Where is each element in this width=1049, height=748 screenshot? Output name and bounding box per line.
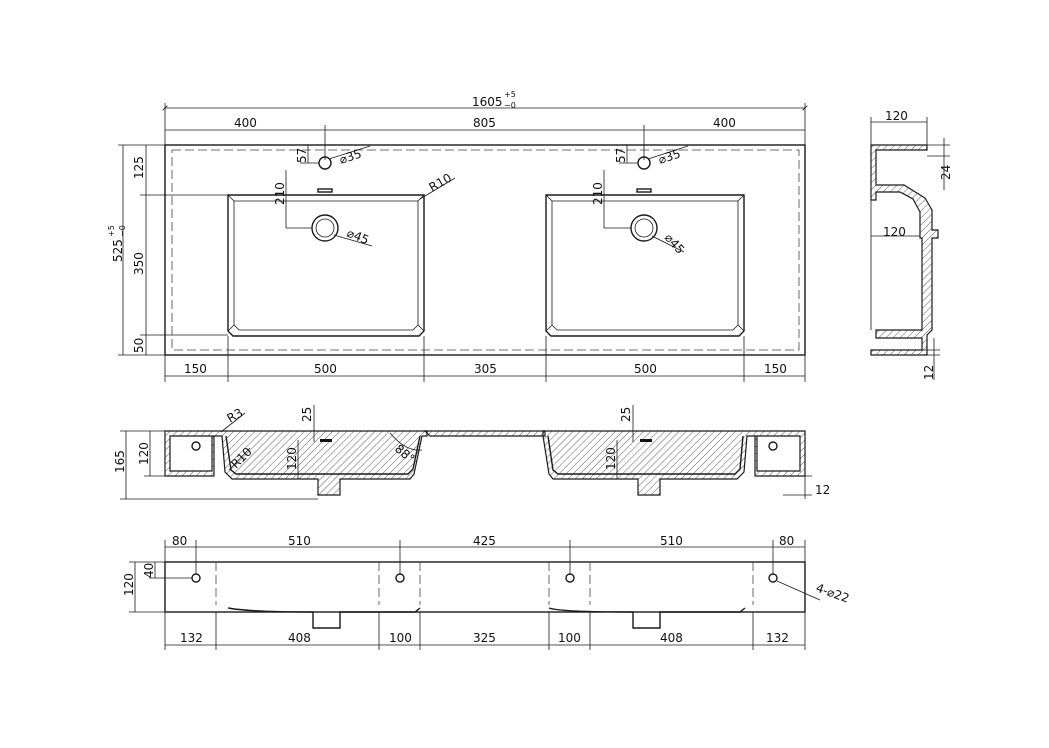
- dim-back-408-left: 408: [288, 631, 311, 645]
- back-view: 80 510 425 510 80 120 40 4-⌀22 132 408 1…: [122, 534, 851, 650]
- dim-r3: R3: [225, 405, 246, 425]
- dim-tol-minus: −0: [504, 101, 516, 110]
- dim-back-408-right: 408: [660, 631, 683, 645]
- front-right-profile: [542, 430, 806, 496]
- dim-side-120-mid: 120: [883, 225, 906, 239]
- hole-back-3: [565, 573, 575, 583]
- dim-front-120: 120: [137, 442, 151, 465]
- dim-500-right: 500: [634, 362, 657, 376]
- dim-back-120: 120: [122, 573, 136, 596]
- hole-front-right: [768, 441, 778, 451]
- dim-305: 305: [474, 362, 497, 376]
- dim-front-165: 165: [113, 450, 127, 473]
- dim-back-40: 40: [142, 563, 156, 578]
- dim-front-25-left: 25: [300, 407, 314, 422]
- overflow-slot-left: [317, 188, 333, 193]
- dim-805: 805: [473, 116, 496, 130]
- dim-back-510-left: 510: [288, 534, 311, 548]
- dim-drain-dia-right: ⌀45: [662, 231, 687, 257]
- dim-150-left: 150: [184, 362, 207, 376]
- dim-side-120-top: 120: [885, 109, 908, 123]
- underside-dashed-outline: [171, 149, 800, 351]
- dim-back-80-right: 80: [779, 534, 794, 548]
- dim-back-100-left: 100: [389, 631, 412, 645]
- dim-back-510-right: 510: [660, 534, 683, 548]
- dim-50: 50: [132, 338, 146, 353]
- countertop-outline: [164, 144, 806, 356]
- dim-tol-plus: +5: [504, 90, 516, 99]
- dim-faucet-dia-right: ⌀35: [657, 147, 683, 167]
- hole-back-2: [395, 573, 405, 583]
- side-profile-hatched: [870, 144, 939, 356]
- overflow-front-left: [320, 439, 332, 442]
- front-section-view: 165 120 R3 R10 25 120 88° 25 120 12: [113, 405, 830, 500]
- dim-210-left: 210: [273, 182, 287, 205]
- dim-front-12: 12: [815, 483, 830, 497]
- dim-back-325: 325: [473, 631, 496, 645]
- dim-57-right: 57: [614, 148, 628, 163]
- dim-525: 525: [111, 239, 125, 262]
- hole-back-4: [768, 573, 778, 583]
- dim-57-left: 57: [295, 148, 309, 163]
- dim-r10-top: R10: [427, 171, 454, 195]
- dim-front-120-inner-left: 120: [285, 447, 299, 470]
- dim-400-right: 400: [713, 116, 736, 130]
- dim-back-80-left: 80: [172, 534, 187, 548]
- dim-faucet-dia-left: ⌀35: [338, 147, 364, 167]
- dim-125: 125: [132, 156, 146, 179]
- overflow-front-right: [640, 439, 652, 442]
- dim-side-12: 12: [922, 365, 936, 380]
- dim-back-425: 425: [473, 534, 496, 548]
- dim-back-100-right: 100: [558, 631, 581, 645]
- right-basin: [545, 156, 745, 337]
- top-view: 1605 +5 −0 400 805 400 525 +5 −0 125 350…: [107, 90, 808, 382]
- side-section-view: 120 120 24 12: [870, 109, 953, 380]
- dim-front-25-right: 25: [619, 407, 633, 422]
- dim-back-holes: 4-⌀22: [814, 581, 851, 606]
- dim-side-24: 24: [939, 165, 953, 180]
- front-left-profile: [164, 430, 428, 496]
- overflow-slot-right: [636, 188, 652, 193]
- dim-back-132-right: 132: [766, 631, 789, 645]
- front-mid-rim: [423, 430, 546, 437]
- left-basin: [227, 156, 425, 337]
- dim-overall-width: 1605: [472, 95, 503, 109]
- dim-back-132-left: 132: [180, 631, 203, 645]
- dim-drain-dia-left: ⌀45: [345, 226, 371, 247]
- dim-500-left: 500: [314, 362, 337, 376]
- hole-front-left: [191, 441, 201, 451]
- dim-210-right: 210: [591, 182, 605, 205]
- dim-150-right: 150: [764, 362, 787, 376]
- dim-525-tol-plus: +5: [107, 225, 116, 237]
- back-outline: [164, 561, 806, 613]
- dim-525-tol-minus: −0: [118, 225, 127, 237]
- dim-400-left: 400: [234, 116, 257, 130]
- dim-350: 350: [132, 252, 146, 275]
- hole-back-1: [191, 573, 201, 583]
- dim-front-120-inner-right: 120: [604, 447, 618, 470]
